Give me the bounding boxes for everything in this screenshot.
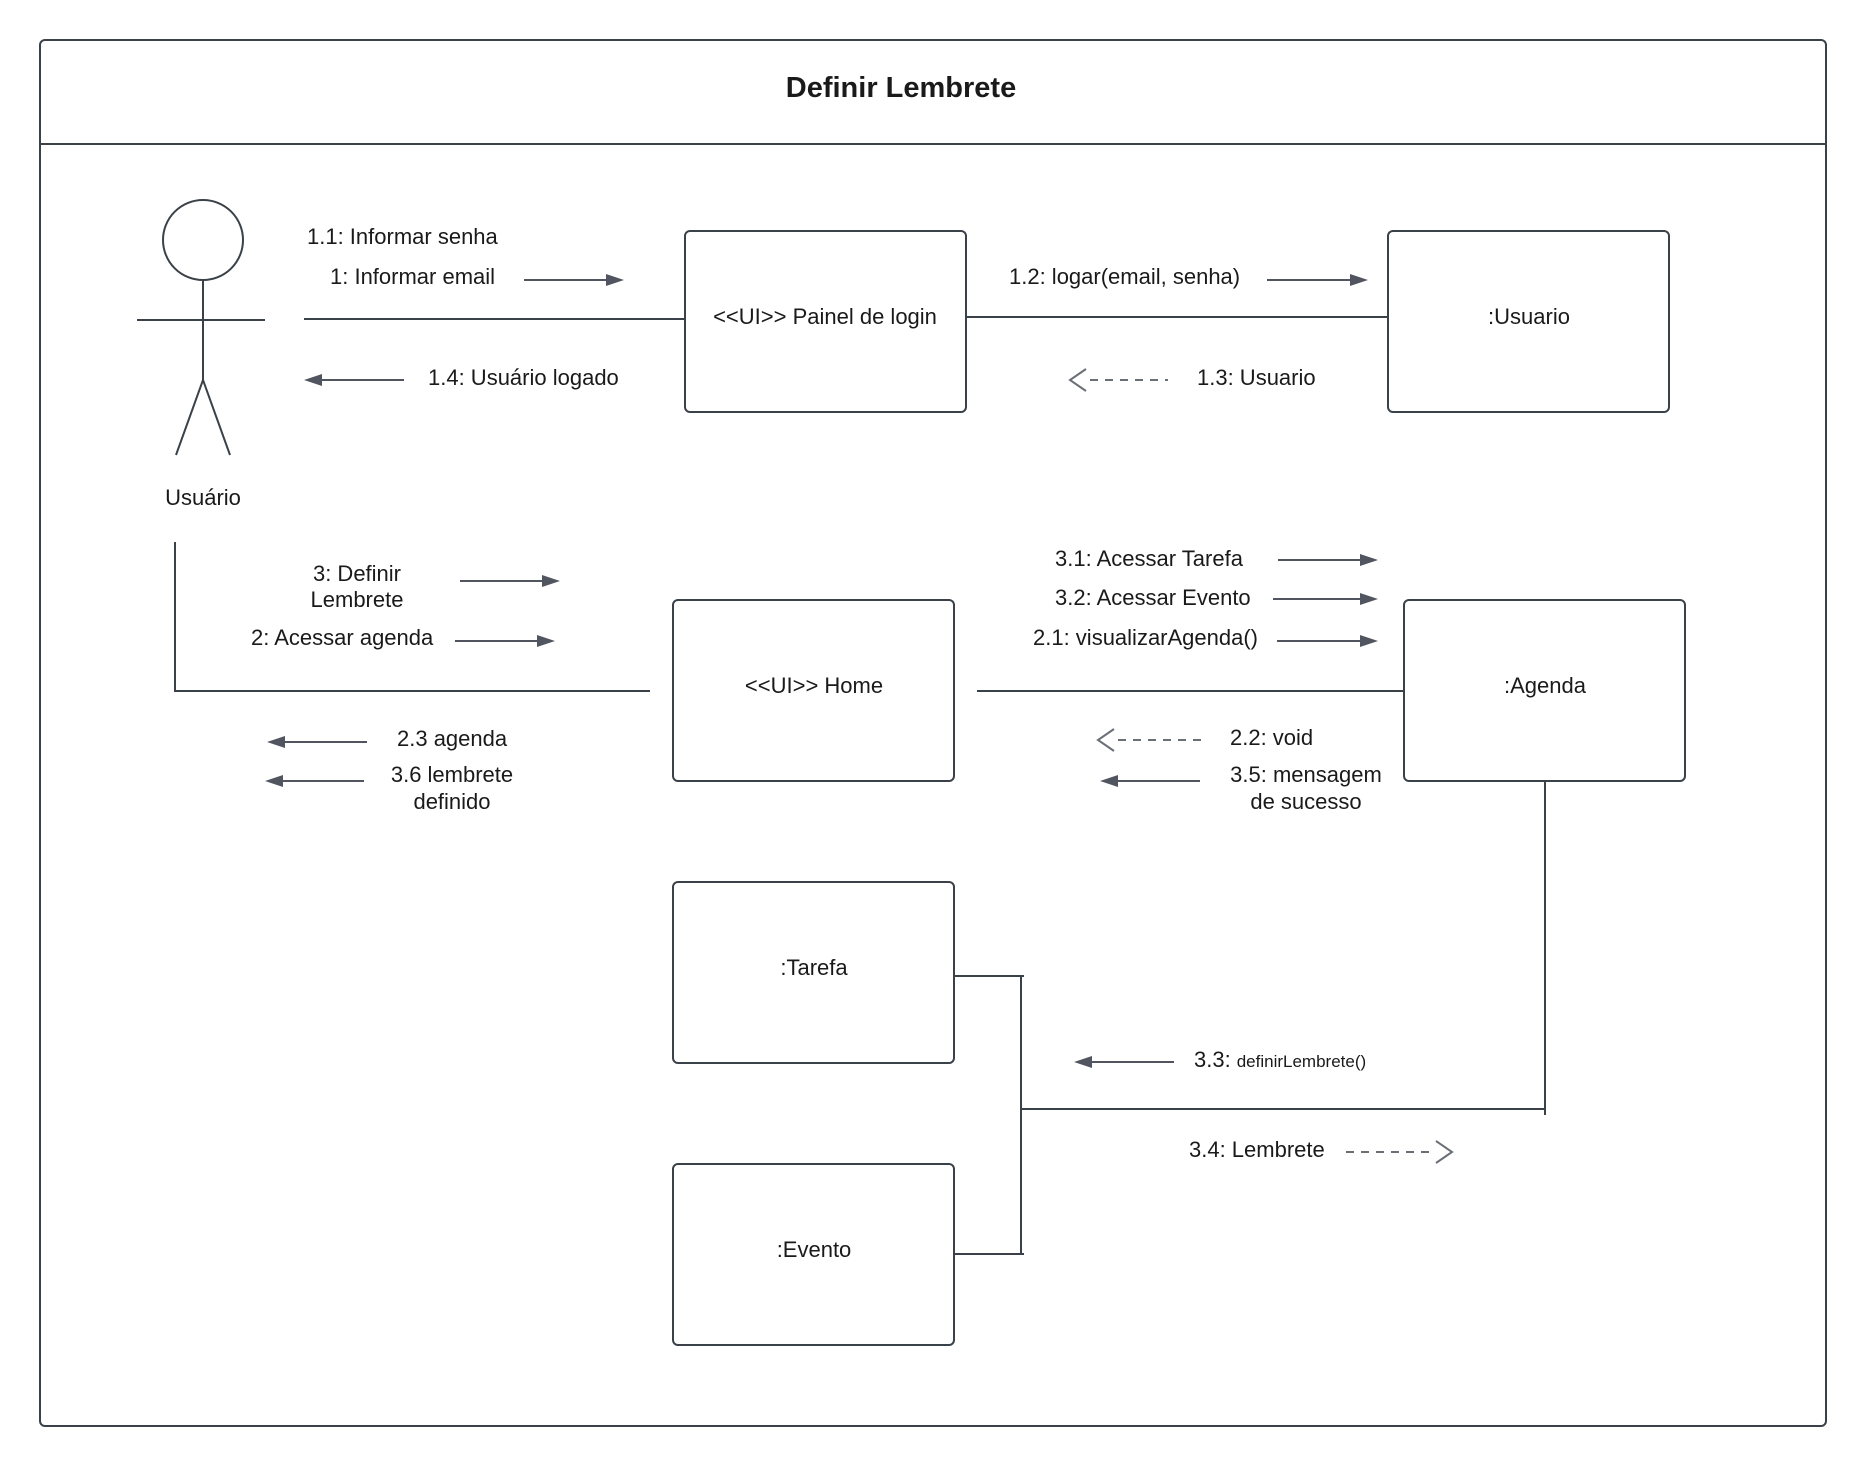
msg-1-4-arrow [304, 374, 404, 386]
msg-3-arrow [460, 575, 560, 587]
msg-2-3-label: 2.3 agenda [397, 726, 508, 751]
actor-left-leg [175, 379, 204, 456]
msg-3-3-call: definirLembrete() [1237, 1052, 1366, 1071]
msg-3-2-arrow [1273, 593, 1378, 605]
painel-login-box [684, 230, 967, 413]
msg-1-arrow [524, 274, 624, 286]
usuario-box [1387, 230, 1670, 413]
actor-name: Usuário [165, 485, 241, 510]
msg-1-1-label: 1.1: Informar senha [307, 224, 499, 249]
msg-3-5-label-line2: de sucesso [1250, 789, 1361, 814]
msg-3-6-label-line1: 3.6 lembrete [391, 762, 513, 787]
usuario-label: :Usuario [1488, 304, 1570, 329]
agenda-label: :Agenda [1504, 673, 1587, 698]
object-agenda: :Agenda [1403, 599, 1686, 782]
msg-3-5-arrow [1100, 775, 1200, 787]
msg-1-2-label: 1.2: logar(email, senha) [1009, 264, 1240, 289]
msg-3-label-line2: Lembrete [311, 587, 404, 612]
actor-right-leg [202, 379, 231, 456]
msg-3-3-number: 3.3: [1194, 1047, 1231, 1072]
msg-2-label: 2: Acessar agenda [251, 625, 434, 650]
msg-2-arrow [455, 635, 555, 647]
home-label: <<UI>> Home [745, 673, 883, 698]
msg-2-1-arrow [1277, 635, 1378, 647]
msg-3-5-label-line1: 3.5: mensagem [1230, 762, 1382, 787]
msg-2-1-label: 2.1: visualizarAgenda() [1033, 625, 1258, 650]
msg-3-3-arrow [1074, 1056, 1174, 1068]
painel-login-label: <<UI>> Painel de login [713, 304, 937, 329]
home-box [672, 599, 955, 782]
msg-3-label-line1: 3: Definir [313, 561, 401, 586]
msg-1-3-arrow [1068, 368, 1168, 392]
object-home: <<UI>> Home [672, 599, 955, 782]
msg-1-4-label: 1.4: Usuário logado [428, 365, 619, 390]
msg-3-3-label: 3.3: definirLembrete() [1194, 1047, 1366, 1072]
msg-3-2-label: 3.2: Acessar Evento [1055, 585, 1251, 610]
msg-2-2-label: 2.2: void [1230, 725, 1313, 750]
evento-label: :Evento [777, 1237, 852, 1262]
link-actor-home [174, 542, 650, 692]
object-tarefa: :Tarefa [672, 881, 955, 1064]
msg-3-6-label-line2: definido [413, 789, 490, 814]
msg-3-1-label: 3.1: Acessar Tarefa [1055, 546, 1244, 571]
msg-3-4-label: 3.4: Lembrete [1189, 1137, 1325, 1162]
msg-2-2-arrow [1096, 728, 1204, 752]
object-usuario: :Usuario [1387, 230, 1670, 413]
object-evento: :Evento [672, 1163, 955, 1346]
tarefa-label: :Tarefa [780, 955, 848, 980]
actor-usuario: Usuário [137, 199, 265, 510]
msg-1-3-label: 1.3: Usuario [1197, 365, 1316, 390]
object-painel-login: <<UI>> Painel de login [684, 230, 967, 413]
msg-1-label: 1: Informar email [330, 264, 495, 289]
diagram-title: Definir Lembrete [786, 72, 1016, 104]
msg-3-4-arrow [1346, 1140, 1454, 1164]
tarefa-box [672, 881, 955, 1064]
msg-1-2-arrow [1267, 274, 1368, 286]
msg-3-6-arrow [265, 775, 364, 787]
msg-2-3-arrow [267, 736, 367, 748]
msg-3-1-arrow [1278, 554, 1378, 566]
